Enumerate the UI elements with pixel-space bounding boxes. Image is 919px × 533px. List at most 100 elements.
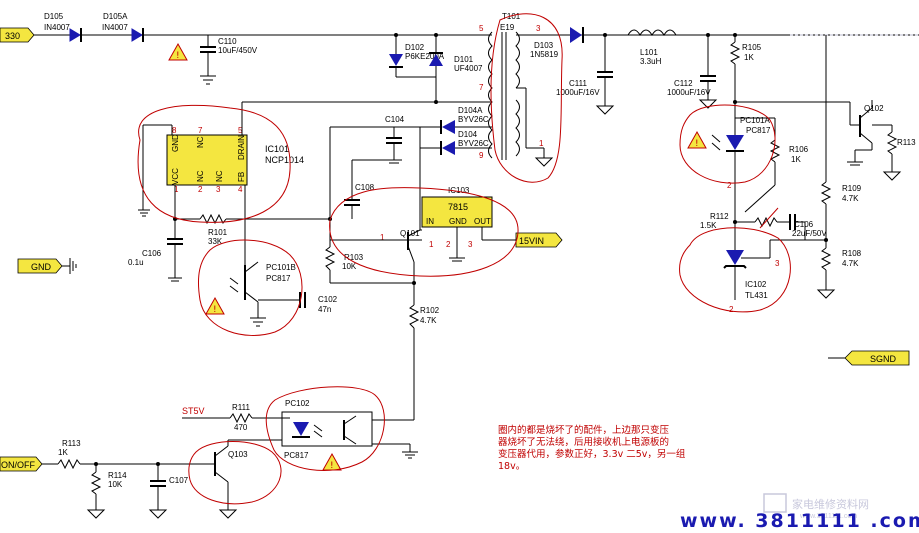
label-ic101: IC101 xyxy=(265,144,289,154)
value-l101: 3.3uH xyxy=(640,57,662,66)
ic101-pin-num-7: 7 xyxy=(198,126,203,135)
value-r111: 470 xyxy=(234,423,248,432)
watermark-url-small: www.3811111.com xyxy=(799,513,857,520)
warning-icon: ! xyxy=(168,42,188,61)
resistor-r112: R112 1.5K xyxy=(700,212,790,230)
label-r106: R106 xyxy=(789,145,809,154)
ic101-pin-num-2: 2 xyxy=(198,185,203,194)
net-15vin-text: 15VIN xyxy=(519,236,544,246)
label-pc101a: PC101A xyxy=(740,116,770,125)
svg-text:!: ! xyxy=(213,305,217,315)
c106-ref: C106 xyxy=(794,220,814,229)
label-c104: C104 xyxy=(385,115,405,124)
value-r106: 1K xyxy=(791,155,801,164)
label-r103: R103 xyxy=(344,253,364,262)
value-r114: 10K xyxy=(108,480,123,489)
transformer-t101: T101 E19 5 3 7 9 1 xyxy=(260,12,554,167)
capacitor-c110: C110 10uF/450V xyxy=(200,35,258,85)
label-pc102: PC102 xyxy=(285,399,310,408)
value-r113-bottom: 1K xyxy=(58,448,68,457)
label-c102: C102 xyxy=(318,295,338,304)
label-r111: R111 xyxy=(232,403,250,412)
note-line-3: 变压器代用，参数正好，3.3v 二5v，另一组 xyxy=(498,448,686,460)
ic101-pin-num-8: 8 xyxy=(172,126,177,135)
ic101-pin-drain: DRAIN xyxy=(237,135,246,160)
transistor-q103: Q103 xyxy=(214,439,282,519)
capacitor-c111: R105 C111 1000uF/16V xyxy=(556,35,615,115)
label-r112: R112 xyxy=(710,212,729,221)
value-t101: E19 xyxy=(500,23,515,32)
regulator-ic103: IC103 7815 IN GND OUT 1 2 3 xyxy=(421,186,516,262)
warning-icon: ! xyxy=(205,296,225,315)
net-st5v-text: ST5V xyxy=(182,406,205,416)
label-c108: C108 xyxy=(355,183,375,192)
watermark-url-large: www. 3811111 .com xyxy=(680,510,919,532)
capacitor-c112: C112 1000uF/16V xyxy=(667,35,718,109)
diode-d105: D105 IN4007 xyxy=(44,12,82,42)
value-r112: 1.5K xyxy=(700,221,717,230)
label-d105a: D105A xyxy=(103,12,128,21)
value-r101: 33K xyxy=(208,237,223,246)
note-line-4: 18v。 xyxy=(498,461,525,472)
ic103-pin-out: OUT xyxy=(474,217,491,226)
capacitor-c108: C108 xyxy=(344,159,394,219)
ic102-pin-num-3: 3 xyxy=(775,259,780,268)
label-q103: Q103 xyxy=(228,450,248,459)
label-r105: R105 xyxy=(742,43,762,52)
label-c107: C107 xyxy=(169,476,189,485)
value-pc101a: PC817 xyxy=(746,126,771,135)
capacitor-c106: IC102 C106 C106 22uF/50V xyxy=(789,214,827,241)
ic103-pin-num-3: 3 xyxy=(468,240,473,249)
resistor-r103: R103 10K xyxy=(324,240,414,284)
value-c110: 10uF/450V xyxy=(218,46,258,55)
diode-d104: D104 BYV26C xyxy=(420,130,492,155)
ic101-pin-num-3: 3 xyxy=(216,185,221,194)
watermark-brand: 家电维修资料网 xyxy=(792,497,869,511)
value-d102: P6KE200A xyxy=(405,52,445,61)
shunt-regulator-ic102: IC102 TL431 3 2 xyxy=(723,222,805,314)
value-c112: 1000uF/16V xyxy=(667,88,711,97)
net-label-onoff: ON/OFF xyxy=(0,456,58,472)
value-d101: UF4007 xyxy=(454,64,483,73)
ic101-pin-fb: FB xyxy=(237,172,246,182)
note-line-1: 圈内的都是烧坏了的配件，上边那只变压 xyxy=(498,424,670,436)
label-ic103: IC103 xyxy=(448,186,470,195)
label-c112: C112 xyxy=(674,79,693,88)
ic102-pin-num-2: 2 xyxy=(729,305,734,314)
diode-d104a: D104A BYV26C xyxy=(420,106,492,134)
resistor-r111: R111 470 xyxy=(229,403,290,432)
label-r113-bottom: R113 xyxy=(62,439,81,448)
label-d105: D105 xyxy=(44,12,64,21)
label-pc101b: PC101B xyxy=(266,263,296,272)
ic101-pin-nc3: NC xyxy=(215,170,224,182)
warning-icon: ! xyxy=(687,130,707,149)
svg-text:!: ! xyxy=(330,461,334,471)
value-pc101b: PC817 xyxy=(266,274,291,283)
value-d105a: IN4007 xyxy=(102,23,128,32)
pin-3: 3 xyxy=(536,24,541,33)
label-r114: R114 xyxy=(108,471,127,480)
pin-1: 1 xyxy=(539,139,544,148)
label-q102: Q102 xyxy=(864,104,884,113)
value-d104a: BYV26C xyxy=(458,115,489,124)
watermark: 家电维修资料网 www.3811111.com www. 3811111 .co… xyxy=(680,493,919,532)
ic101-pin-vcc: VCC xyxy=(171,168,180,185)
value-r109: 4.7K xyxy=(842,194,859,203)
label-c103: C106 xyxy=(142,249,162,258)
optocoupler-pc101b: PC101B PC817 xyxy=(229,260,296,327)
ic103-pin-num-1: 1 xyxy=(429,240,434,249)
label-ic102: IC102 xyxy=(745,280,767,289)
value-c111: 1000uF/16V xyxy=(556,88,600,97)
ic103-pin-in: IN xyxy=(426,217,434,226)
label-c110: C110 xyxy=(218,37,237,46)
resistor-r102: R102 4.7K xyxy=(408,283,440,420)
st5v-label: ST5V xyxy=(182,406,230,419)
value-ic103: 7815 xyxy=(448,202,468,212)
resistor-r113-right: R113 xyxy=(872,124,916,181)
ic101-pin-gnd: GND xyxy=(171,134,180,152)
pc101a-pin-num-2: 2 xyxy=(727,181,732,190)
label-d104: D104 xyxy=(458,130,478,139)
net-label-sgnd: SGND xyxy=(828,350,910,366)
net-gnd-text: GND xyxy=(31,262,52,272)
